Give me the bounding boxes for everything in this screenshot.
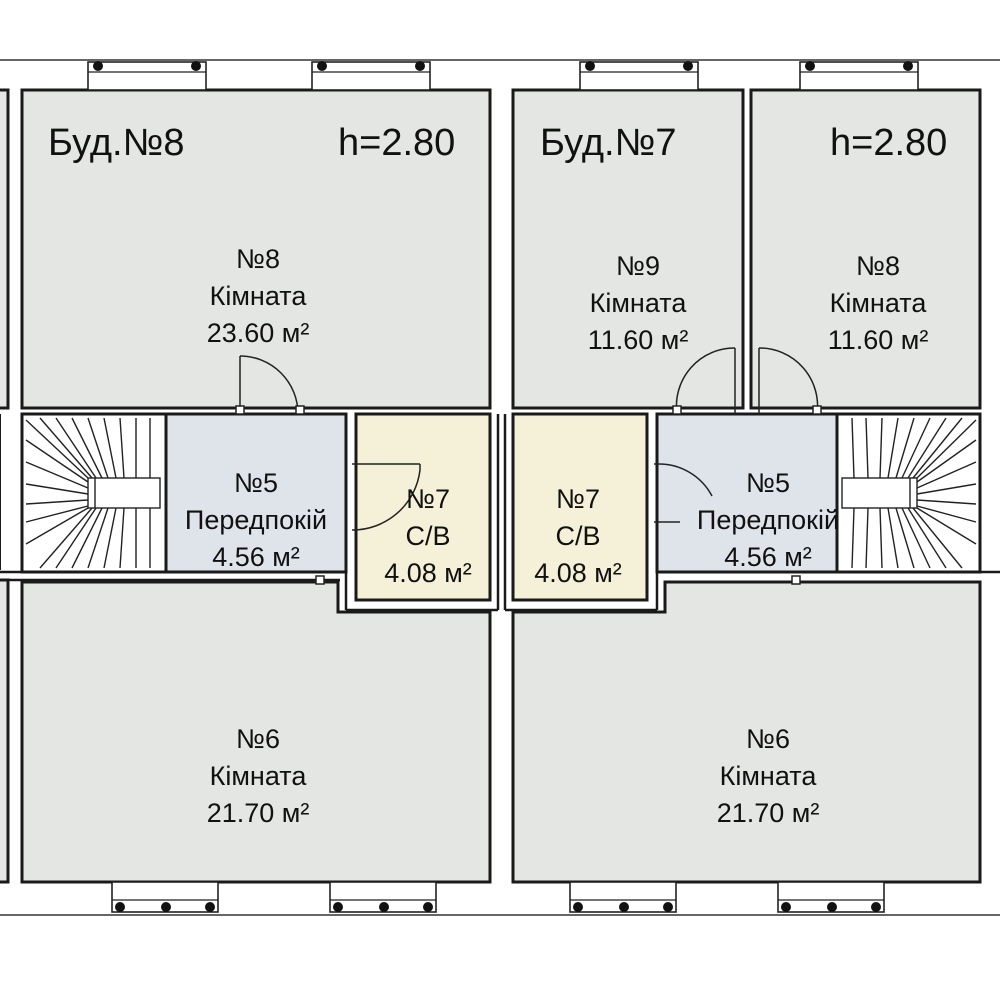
outer-boundary: [0, 59, 1000, 916]
svg-text:21.70 м²: 21.70 м²: [207, 798, 310, 828]
ceiling-height-b7: h=2.80: [830, 122, 947, 164]
svg-text:№5: №5: [234, 468, 278, 498]
room-label-b8-8: №8 Кімната 23.60 м²: [207, 244, 310, 348]
svg-text:Передпокій: Передпокій: [697, 505, 839, 535]
room-label-b8-6: №6 Кімната 21.70 м²: [207, 724, 310, 828]
svg-text:№9: №9: [616, 251, 660, 281]
building-title-b8: Буд.№8: [48, 122, 184, 164]
staircase-b8: [25, 417, 161, 569]
window-top-2: [311, 61, 431, 91]
svg-text:23.60 м²: 23.60 м²: [207, 318, 310, 348]
room-b8-6-shape: [20, 580, 492, 884]
room-b8-7: [354, 412, 492, 602]
svg-text:Кімната: Кімната: [210, 281, 308, 311]
svg-text:С/В: С/В: [555, 521, 600, 551]
room-label-b7-8: №8 Кімната 11.60 м²: [828, 251, 929, 355]
window-top-3: [579, 61, 699, 91]
doors: [235, 347, 822, 585]
svg-text:Кімната: Кімната: [210, 761, 308, 791]
svg-text:4.08 м²: 4.08 м²: [384, 558, 472, 588]
room-label-b8-7: №7 С/В 4.08 м²: [384, 484, 472, 588]
svg-text:Передпокій: Передпокій: [185, 505, 327, 535]
window-hinges: [93, 61, 913, 912]
room-b7-6-shape: [511, 580, 982, 884]
room-b7-7: [511, 412, 649, 602]
svg-text:№6: №6: [746, 724, 790, 754]
door-swing: [239, 355, 299, 415]
svg-text:4.56 м²: 4.56 м²: [212, 542, 300, 572]
svg-text:11.60 м²: 11.60 м²: [588, 325, 689, 355]
room-label-b7-7: №7 С/В 4.08 м²: [534, 484, 622, 588]
room-label-b7-6: №6 Кімната 21.70 м²: [717, 724, 820, 828]
staircase-b7: [841, 417, 977, 569]
room-b7-8: [749, 88, 982, 410]
svg-text:№8: №8: [236, 244, 280, 274]
room-b7-9: [511, 88, 745, 410]
svg-text:№8: №8: [856, 251, 900, 281]
svg-text:№5: №5: [746, 468, 790, 498]
svg-text:С/В: С/В: [405, 521, 450, 551]
ceiling-height-b8: h=2.80: [338, 122, 455, 164]
svg-text:Кімната: Кімната: [720, 761, 818, 791]
room-b8-8: [20, 88, 492, 410]
svg-text:Кімната: Кімната: [830, 288, 928, 318]
windows: [87, 61, 919, 913]
walls-thick: [0, 414, 1000, 612]
left-edge-room-top: [0, 88, 10, 410]
room-label-b8-5: №5 Передпокій 4.56 м²: [185, 468, 327, 572]
room-label-b7-9: №9 Кімната 11.60 м²: [588, 251, 689, 355]
rooms-layer: [0, 88, 982, 884]
window-top-4: [799, 61, 919, 91]
svg-text:4.56 м²: 4.56 м²: [724, 542, 812, 572]
svg-text:4.08 м²: 4.08 м²: [534, 558, 622, 588]
building-title-b7: Буд.№7: [540, 122, 676, 164]
window-frames: [88, 71, 918, 901]
svg-text:Кімната: Кімната: [590, 288, 688, 318]
svg-text:11.60 м²: 11.60 м²: [828, 325, 929, 355]
svg-text:№6: №6: [236, 724, 280, 754]
svg-text:№7: №7: [406, 484, 450, 514]
svg-text:№7: №7: [556, 484, 600, 514]
left-edge-room-bottom: [0, 578, 10, 884]
svg-text:21.70 м²: 21.70 м²: [717, 798, 820, 828]
building-titles: Буд.№8 h=2.80 Буд.№7 h=2.80: [48, 122, 947, 164]
room-label-b7-5: №5 Передпокій 4.56 м²: [697, 468, 839, 572]
window-top-1: [87, 61, 207, 91]
